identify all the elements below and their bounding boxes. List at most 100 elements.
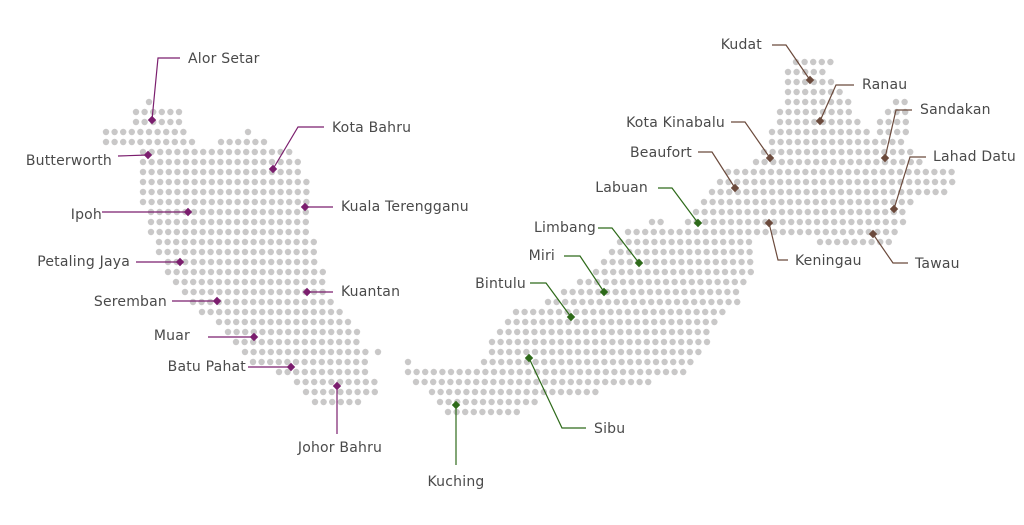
land-dot bbox=[336, 338, 343, 346]
land-dot bbox=[522, 398, 530, 406]
city-marker-miri[interactable] bbox=[599, 287, 609, 297]
land-dot bbox=[260, 198, 267, 206]
land-dot bbox=[923, 188, 931, 196]
land-dot bbox=[198, 298, 205, 306]
land-dot bbox=[941, 188, 948, 196]
land-dot bbox=[659, 238, 667, 246]
land-dot bbox=[188, 138, 196, 146]
land-dot bbox=[191, 178, 198, 186]
city-label-alor-setar: Alor Setar bbox=[188, 51, 260, 67]
land-dot bbox=[693, 308, 700, 316]
land-dot bbox=[284, 248, 292, 256]
city-marker-tawau[interactable] bbox=[868, 229, 878, 239]
land-dot bbox=[785, 118, 792, 126]
land-dot bbox=[276, 308, 283, 316]
land-dot bbox=[689, 288, 697, 296]
land-dot bbox=[293, 348, 300, 356]
city-marker-petaling-jaya[interactable] bbox=[175, 257, 185, 267]
land-dot bbox=[768, 138, 776, 146]
city-label-bintulu: Bintulu bbox=[475, 276, 526, 292]
land-dot bbox=[233, 318, 240, 326]
city-marker-kota-bahru[interactable] bbox=[268, 164, 278, 174]
land-dot bbox=[181, 248, 188, 256]
land-dot bbox=[286, 158, 293, 166]
city-marker-ranau[interactable] bbox=[815, 116, 825, 126]
city-marker-kuala-terengganu[interactable] bbox=[300, 202, 310, 212]
land-dot bbox=[802, 178, 810, 186]
land-dot bbox=[165, 178, 172, 186]
land-dot bbox=[302, 268, 309, 276]
city-marker-sibu[interactable] bbox=[524, 353, 534, 363]
land-dot bbox=[174, 158, 181, 166]
land-dot bbox=[735, 208, 743, 216]
city-marker-ipoh[interactable] bbox=[183, 207, 193, 217]
city-marker-kuantan[interactable] bbox=[302, 287, 312, 297]
land-dot bbox=[634, 328, 641, 336]
land-dot bbox=[811, 128, 819, 136]
city-marker-kota-kinabalu[interactable] bbox=[765, 153, 775, 163]
land-dot bbox=[276, 278, 283, 286]
land-dot bbox=[581, 308, 588, 316]
land-dot bbox=[293, 258, 301, 266]
city-marker-seremban[interactable] bbox=[212, 296, 222, 306]
city-marker-beaufort[interactable] bbox=[730, 183, 740, 193]
land-dot bbox=[617, 338, 625, 346]
land-dot bbox=[629, 288, 636, 296]
land-dot bbox=[648, 218, 656, 226]
land-dot bbox=[259, 268, 266, 276]
city-marker-alor-setar[interactable] bbox=[147, 115, 157, 125]
city-marker-kuching[interactable] bbox=[451, 400, 461, 410]
city-marker-muar[interactable] bbox=[249, 332, 259, 342]
land-dot bbox=[496, 328, 504, 336]
land-dot bbox=[777, 128, 784, 136]
land-dot bbox=[645, 378, 652, 386]
land-dot bbox=[139, 158, 147, 166]
city-marker-bintulu[interactable] bbox=[566, 312, 576, 322]
city-marker-butterworth[interactable] bbox=[143, 150, 153, 160]
land-dot bbox=[225, 158, 233, 166]
land-dot bbox=[880, 188, 888, 196]
city-marker-kudat[interactable] bbox=[805, 75, 815, 85]
land-dot bbox=[759, 168, 766, 176]
land-dot bbox=[794, 138, 801, 146]
land-dot bbox=[215, 318, 223, 326]
land-dot bbox=[479, 398, 487, 406]
land-dot bbox=[810, 68, 817, 76]
land-dot bbox=[555, 308, 563, 316]
land-dot bbox=[224, 318, 231, 326]
land-dot bbox=[659, 228, 666, 236]
city-marker-batu-pahat[interactable] bbox=[286, 362, 296, 372]
land-dot bbox=[785, 168, 792, 176]
city-marker-johor-bahru[interactable] bbox=[332, 381, 342, 391]
land-dot bbox=[268, 188, 276, 196]
land-dot bbox=[698, 288, 705, 296]
land-dot bbox=[120, 138, 127, 146]
city-label-miri: Miri bbox=[529, 248, 555, 264]
land-dot bbox=[822, 218, 829, 226]
land-dot bbox=[668, 238, 675, 246]
land-dot bbox=[793, 68, 800, 76]
city-marker-lahad-datu[interactable] bbox=[889, 204, 899, 214]
land-dot bbox=[102, 128, 110, 136]
land-dot bbox=[155, 248, 163, 256]
land-dot bbox=[302, 228, 309, 236]
land-dot bbox=[284, 318, 291, 326]
land-dot bbox=[716, 178, 724, 186]
land-dot bbox=[651, 238, 658, 246]
city-marker-sandakan[interactable] bbox=[880, 153, 890, 163]
land-dot bbox=[260, 188, 267, 196]
land-dot bbox=[353, 328, 361, 336]
city-marker-keningau[interactable] bbox=[764, 218, 774, 228]
land-dot bbox=[628, 368, 635, 376]
land-dot bbox=[242, 258, 249, 266]
city-marker-labuan[interactable] bbox=[693, 218, 703, 228]
land-dot bbox=[820, 188, 827, 196]
land-dot bbox=[907, 148, 914, 156]
land-dot bbox=[639, 298, 646, 306]
land-dot bbox=[173, 268, 180, 276]
city-marker-limbang[interactable] bbox=[634, 258, 644, 268]
city-label-kota-bahru: Kota Bahru bbox=[332, 120, 411, 136]
land-dot bbox=[590, 308, 597, 316]
land-dot bbox=[199, 208, 206, 216]
land-dot bbox=[544, 298, 552, 306]
